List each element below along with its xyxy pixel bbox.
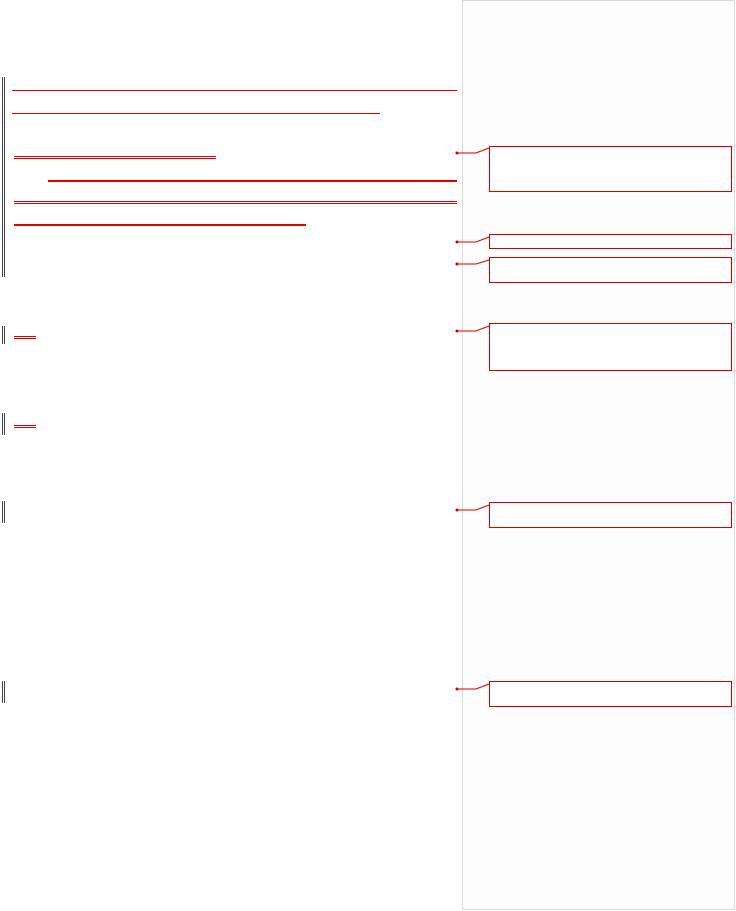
tracked-insertion[interactable] bbox=[12, 90, 457, 91]
tracked-insertion[interactable] bbox=[14, 201, 457, 204]
tracked-insertion[interactable] bbox=[12, 113, 380, 114]
comment-balloon[interactable] bbox=[489, 234, 732, 249]
change-bar bbox=[2, 681, 5, 703]
comment-balloon[interactable] bbox=[489, 502, 732, 528]
change-bar bbox=[2, 326, 5, 344]
tracked-insertion[interactable] bbox=[48, 180, 457, 182]
markup-margin-pane bbox=[462, 0, 735, 910]
comment-balloon[interactable] bbox=[489, 146, 732, 192]
comment-balloon[interactable] bbox=[489, 257, 732, 283]
comment-balloon[interactable] bbox=[489, 681, 732, 707]
comment-balloon[interactable] bbox=[489, 323, 732, 371]
tracked-insertion[interactable] bbox=[14, 224, 306, 226]
document-page[interactable] bbox=[0, 0, 462, 911]
tracked-insertion[interactable] bbox=[14, 156, 216, 159]
change-bar bbox=[2, 77, 5, 277]
tracked-insertion[interactable] bbox=[14, 425, 36, 428]
tracked-insertion[interactable] bbox=[14, 336, 36, 339]
change-bar bbox=[2, 501, 5, 523]
change-bar bbox=[2, 413, 5, 435]
